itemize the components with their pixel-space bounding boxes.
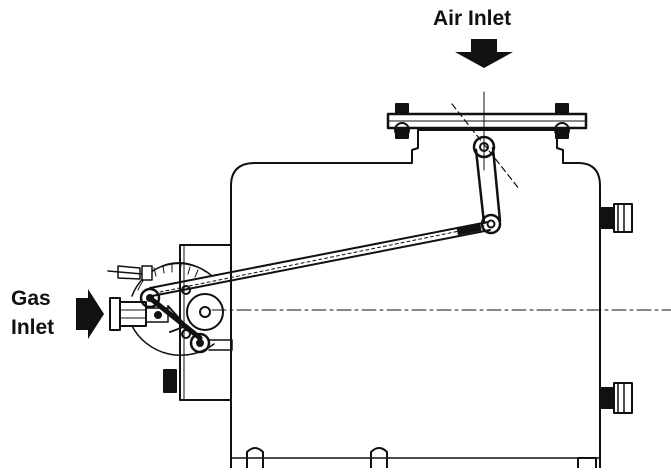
gas-valve-dial — [131, 262, 224, 357]
gas-valve-flange — [163, 244, 232, 401]
air-inlet-label: Air Inlet — [433, 7, 512, 30]
right-fittings — [599, 203, 633, 414]
air-damper-plate — [386, 103, 588, 139]
gas-inlet-arrow-icon — [76, 289, 104, 339]
linkage-rod — [149, 221, 491, 297]
crank-arm — [474, 146, 502, 225]
damper-position-line — [451, 103, 521, 191]
air-inlet-arrow-icon — [455, 39, 513, 68]
adjustment-needle — [107, 265, 153, 281]
gas-inlet-label-line1: Gas — [11, 287, 51, 310]
gas-valve-cluster — [109, 287, 233, 354]
housing-body — [230, 129, 601, 469]
upper-pivot — [472, 135, 496, 159]
flange-bolts — [181, 285, 191, 339]
gas-inlet-label-line2: Inlet — [11, 316, 55, 339]
